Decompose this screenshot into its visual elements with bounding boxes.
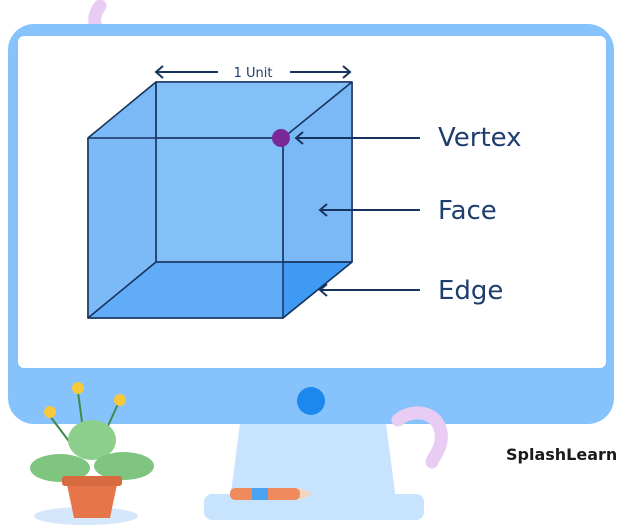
vertex-arrow [294, 131, 420, 145]
face-arrow [318, 203, 420, 217]
monitor-stand [230, 424, 396, 500]
decor-arc-bottom-icon [391, 406, 448, 469]
monitor-base [204, 494, 424, 520]
edge-label: Edge [438, 276, 503, 306]
pen-icon [230, 488, 312, 500]
plant-icon [30, 382, 154, 525]
power-button-icon [297, 387, 325, 415]
vertex-label: Vertex [438, 123, 522, 153]
cube [87, 81, 353, 319]
vertex-dot-icon [272, 129, 290, 147]
cube-front-face [87, 137, 284, 319]
cube-hidden-edge [87, 261, 157, 319]
brand-label: SplashLearn [506, 445, 617, 464]
measure-label: 1 Unit [234, 66, 273, 81]
face-label: Face [438, 196, 497, 226]
edge-arrow [318, 283, 420, 297]
measure-arrow [154, 65, 352, 79]
